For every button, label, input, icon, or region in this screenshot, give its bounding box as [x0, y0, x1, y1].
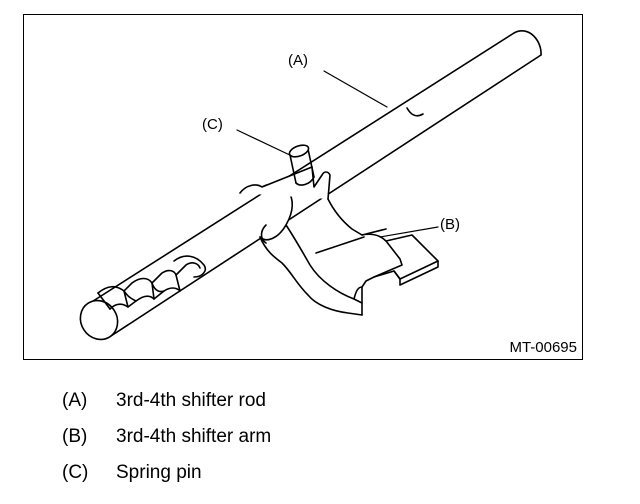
shifter-arm-drawing [239, 166, 439, 316]
legend-key: (B) [62, 426, 88, 447]
callout-b: (B) [440, 216, 460, 233]
leader-line-a [323, 70, 388, 108]
rod-grooves-drawing [97, 255, 207, 310]
legend-description: Spring pin [116, 462, 202, 483]
callout-c: (C) [202, 116, 223, 133]
legend-key: (A) [62, 390, 88, 411]
figure-frame: (A) (C) (B) MT-00695 [23, 14, 583, 360]
leader-lines [236, 70, 439, 238]
callout-a: (A) [288, 52, 308, 69]
leader-line-b [379, 226, 439, 238]
legend-key: (C) [62, 462, 89, 483]
shifter-rod-illustration [79, 30, 542, 341]
figure-code: MT-00695 [509, 339, 577, 356]
legend-description: 3rd-4th shifter rod [116, 390, 266, 411]
legend-description: 3rd-4th shifter arm [116, 426, 272, 447]
spring-pin-drawing [288, 144, 315, 186]
shifter-rod-drawing [79, 30, 542, 341]
leader-line-c [236, 129, 295, 158]
